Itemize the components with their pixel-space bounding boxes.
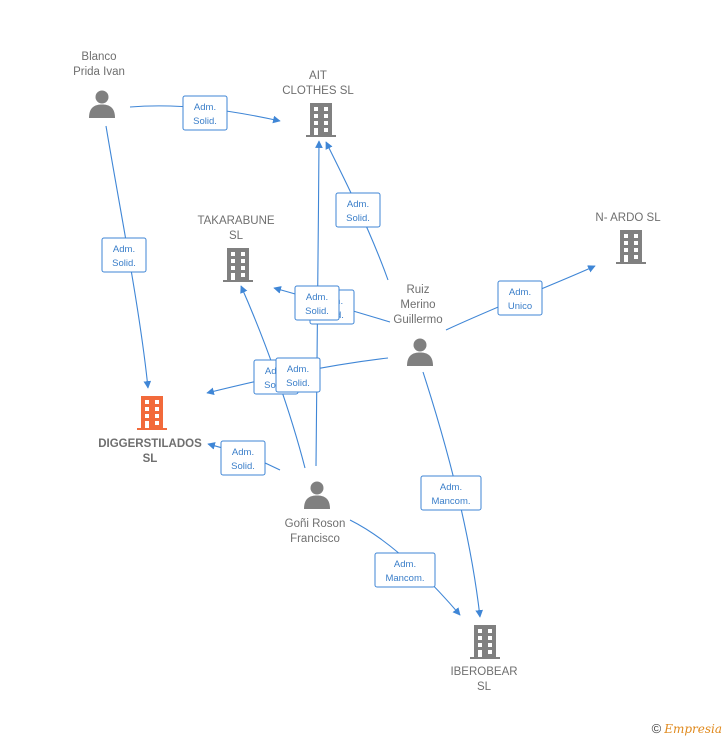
relation-boxes: Adm. Solid. Adm. Solid. Adm. Solid. Adm.… [101,95,543,588]
relation-r6b-line1: Adm. [287,364,309,375]
node-takarabune-line1: TAKARABUNE [197,215,274,227]
relation-r8-line1: Adm. [440,482,462,493]
relation-r1-line1: Adm. [194,102,216,113]
node-blanco-line1: Blanco [81,51,116,63]
relation-r2-line2: Solid. [112,258,136,269]
person-icon [407,338,433,366]
relation-r5b-line2: Solid. [305,306,329,317]
relation-box-r7: Adm. Solid. [220,440,266,476]
relation-r6b-line2: Solid. [286,378,310,389]
node-iberobear[interactable]: IBEROBEAR SL [450,625,518,693]
building-icon [470,625,500,659]
building-icon [137,396,167,430]
relation-r7-line1: Adm. [232,447,254,458]
node-goni-line1: Goñi Roson [285,518,346,530]
node-nardo-line1: N- ARDO SL [595,212,661,224]
node-ruiz[interactable]: Ruiz Merino Guillermo [393,284,443,366]
relation-r8-line2: Mancom. [431,496,470,507]
edges [105,105,596,618]
node-ait[interactable]: AIT CLOTHES SL [282,70,354,137]
relation-r2-line1: Adm. [113,244,135,255]
node-takarabune-line2: SL [229,230,244,242]
relation-r5b-line1: Adm. [306,292,328,303]
building-icon [306,103,336,137]
relation-r9-line2: Mancom. [385,573,424,584]
node-goni-line2: Francisco [290,533,340,545]
node-blanco[interactable]: Blanco Prida Ivan [73,51,125,118]
node-ruiz-line2: Merino [400,299,435,311]
node-takarabune[interactable]: TAKARABUNE SL [197,215,275,282]
node-goni[interactable]: Goñi Roson Francisco [285,481,346,546]
relation-r9-line1: Adm. [394,559,416,570]
relation-r3-line1: Adm. [347,199,369,210]
node-ait-line2: CLOTHES SL [282,85,354,97]
relation-box-r5b: Adm. Solid. [294,285,340,321]
relation-r4-line1: Adm. [509,287,531,298]
relation-box-r8: Adm. Mancom. [420,475,482,511]
person-icon [304,481,330,509]
node-digger[interactable]: DIGGERSTILADOS SL [98,396,202,465]
person-icon [89,90,115,118]
relation-box-r1: Adm. Solid. [182,95,228,131]
footer-brand[interactable]: ©Empresia [652,721,722,736]
node-digger-line2: SL [143,453,158,465]
relation-box-r9: Adm. Mancom. [374,552,436,588]
node-ait-line1: AIT [309,70,327,82]
relation-box-r6b: Adm. Solid. [275,357,321,393]
node-iberobear-line2: SL [477,681,492,693]
node-blanco-line2: Prida Ivan [73,66,125,78]
node-ruiz-line3: Guillermo [393,314,442,326]
relation-box-r3: Adm. Solid. [335,192,381,228]
relation-r4-line2: Unico [508,301,532,312]
node-iberobear-line1: IBEROBEAR [450,666,517,678]
relation-r7-line2: Solid. [231,461,255,472]
relation-box-r2: Adm. Solid. [101,237,147,273]
relation-box-r4: Adm. Unico [497,280,543,316]
node-ruiz-line1: Ruiz [406,284,429,296]
relation-r3-line2: Solid. [346,213,370,224]
copyright-icon: © [651,721,662,736]
brand-logo: Empresia [664,722,722,736]
building-icon [223,248,253,282]
node-nardo[interactable]: N- ARDO SL [595,212,661,264]
node-digger-line1: DIGGERSTILADOS [98,438,202,450]
relation-r1-line2: Solid. [193,116,217,127]
building-icon [616,230,646,264]
